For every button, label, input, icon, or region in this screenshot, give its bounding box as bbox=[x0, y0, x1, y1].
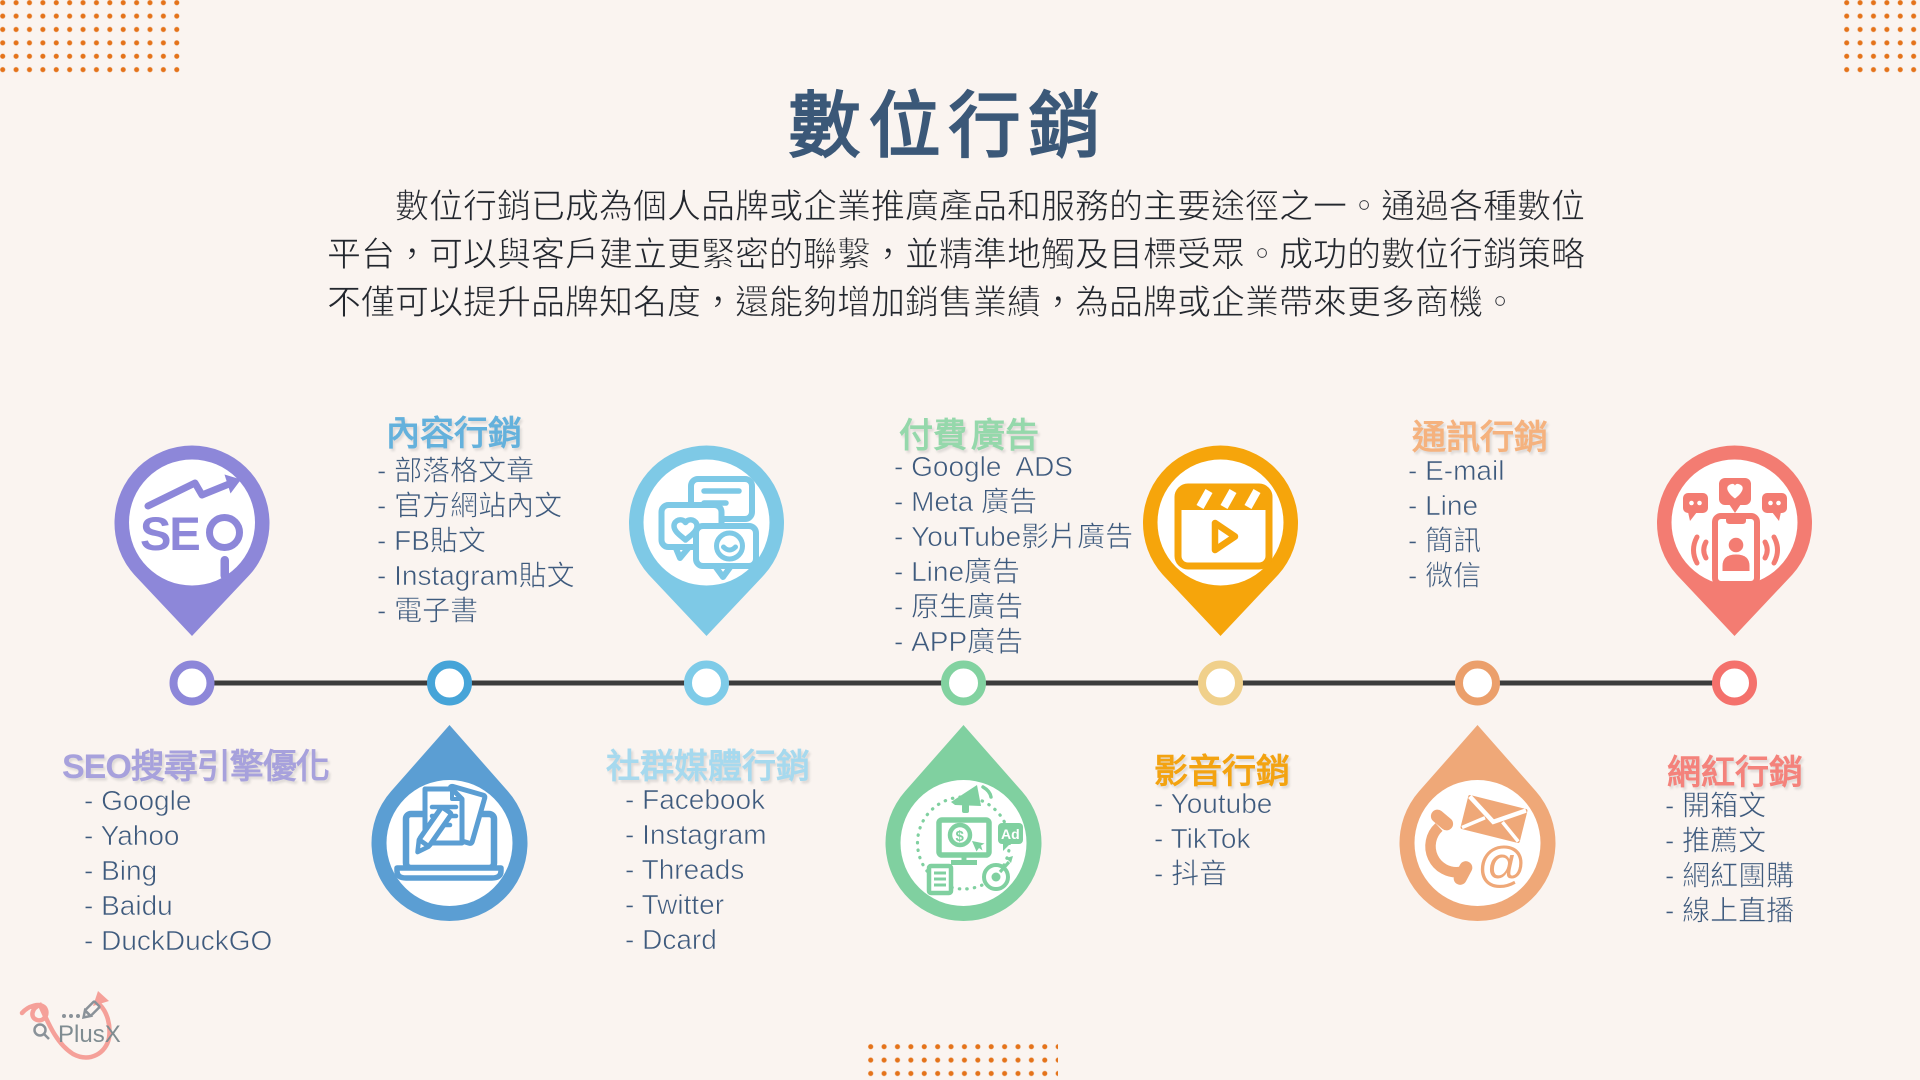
svg-text:$: $ bbox=[956, 828, 965, 845]
svg-text:PlusX: PlusX bbox=[58, 1021, 121, 1048]
svg-text:SE: SE bbox=[140, 507, 199, 560]
svg-text:Ad: Ad bbox=[1001, 826, 1020, 842]
svg-text:@: @ bbox=[1477, 838, 1527, 892]
